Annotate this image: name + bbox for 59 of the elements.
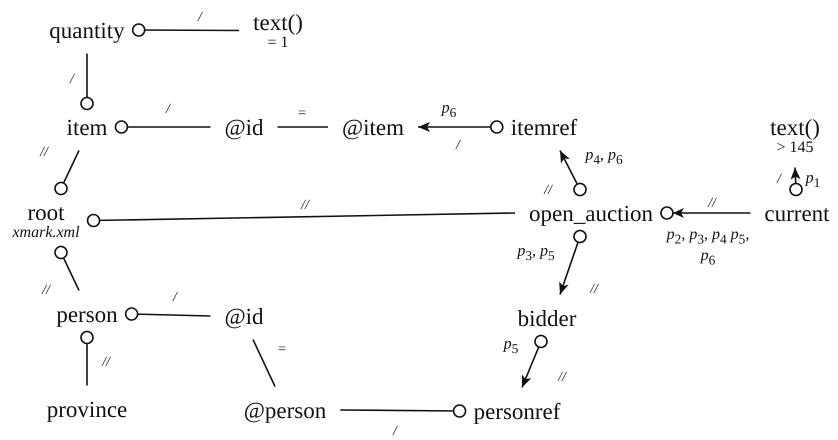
- edge-label: //: [708, 197, 716, 211]
- edge-label: //: [544, 184, 552, 198]
- edge-label: //: [40, 146, 48, 160]
- edge-label: /: [70, 73, 74, 87]
- node-annotation: xmark.xml: [12, 224, 80, 240]
- node-name: root: [26, 200, 66, 224]
- predicate-label: p$_{4}$, p$_{6}$: [585, 146, 623, 168]
- connector-line: [54, 246, 80, 291]
- node-name: open_auction: [529, 202, 653, 224]
- edge-label: =: [297, 107, 307, 121]
- connector-line: [252, 339, 276, 387]
- connector-line: [114, 120, 210, 134]
- node-name: @person: [244, 398, 326, 422]
- node-name: bidder: [518, 306, 576, 330]
- connector-line: [124, 307, 210, 321]
- edge-label: //: [301, 199, 309, 213]
- edge-label: =: [277, 343, 287, 357]
- node-name: current: [764, 202, 830, 224]
- arrow: [559, 150, 587, 196]
- connector-line: [340, 404, 466, 418]
- predicate-label: p$_{5}$: [504, 336, 518, 356]
- predicate-label: p$_{1}$: [806, 170, 820, 190]
- edge-label: /: [166, 103, 170, 117]
- predicate-label: p$_{3}$, p$_{5}$: [517, 242, 555, 264]
- node-name: item: [66, 116, 108, 138]
- node-name: text(): [253, 10, 303, 34]
- connector-line: [80, 54, 94, 110]
- edge-label: /: [198, 11, 202, 25]
- node-name: personref: [474, 400, 560, 422]
- arrow: [789, 167, 803, 196]
- arrow: [418, 120, 504, 134]
- edge-label: //: [590, 283, 598, 297]
- arrow: [559, 230, 587, 295]
- node-name: @id: [224, 304, 264, 328]
- connector-line: [278, 126, 328, 128]
- edge-label: //: [558, 371, 566, 385]
- node-annotation: > 145: [776, 140, 814, 156]
- arrow: [660, 206, 750, 220]
- node-name: itemref: [510, 116, 578, 138]
- edge-label: /: [456, 139, 460, 153]
- predicate-label: p$_{2}$, p$_{3}$, p$_{4}$ p$_{5}$, p$_{6}$: [665, 226, 750, 268]
- edge-label: /: [777, 173, 781, 187]
- connector-line: [132, 23, 240, 37]
- node-name: text(): [770, 116, 820, 138]
- arrow: [521, 334, 548, 388]
- node-name: province: [46, 398, 128, 420]
- node-name: @item: [342, 116, 404, 138]
- node-name: quantity: [49, 18, 125, 42]
- edge-label: //: [102, 356, 110, 370]
- edge-label: /: [173, 291, 177, 305]
- node-name: @id: [224, 116, 264, 138]
- edge-label: //: [42, 284, 50, 298]
- connector-line: [86, 212, 516, 228]
- node-annotation: = 1: [267, 34, 289, 50]
- connector-line: [54, 150, 80, 196]
- edge-label: /: [393, 425, 397, 439]
- predicate-label: p$_{6}$: [442, 100, 456, 120]
- connector-line: [80, 330, 94, 386]
- node-name: person: [56, 302, 118, 326]
